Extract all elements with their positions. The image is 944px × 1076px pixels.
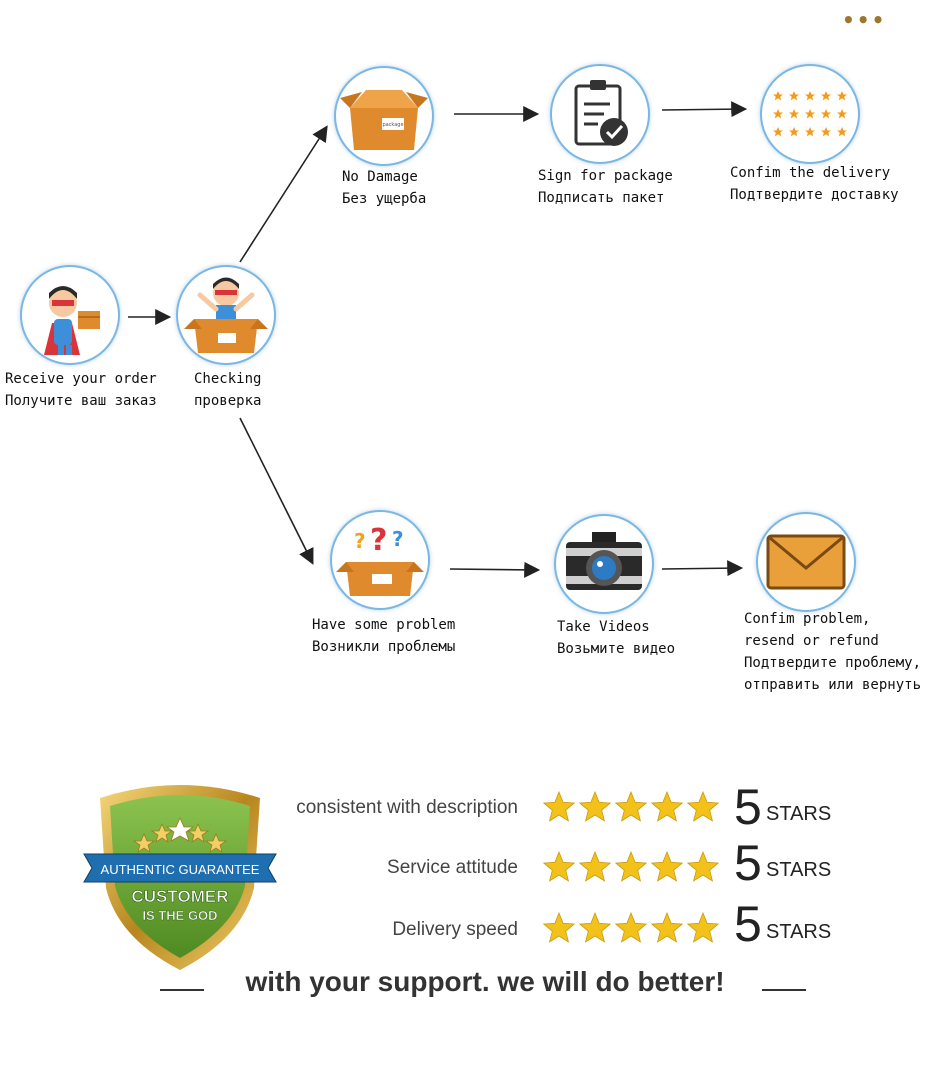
rating-unit-description: STARS xyxy=(766,803,832,825)
star-icon xyxy=(578,790,612,822)
star-icon xyxy=(650,850,684,882)
rating-stars-delivery xyxy=(542,911,720,943)
rating-value-service: 5 xyxy=(734,835,762,891)
no-damage-node: package xyxy=(334,66,434,166)
take-videos-label: Take Videos Возьмите видео xyxy=(557,619,676,657)
no-damage-label: No Damage Без ущерба xyxy=(342,169,427,207)
authentic-guarantee-badge: AUTHENTIC GUARANTEE CUSTOMER IS THE GOD xyxy=(83,785,277,970)
checking-node xyxy=(176,265,276,365)
camera-icon xyxy=(566,532,642,590)
rating-unit-service: STARS xyxy=(766,859,832,881)
take-videos-node xyxy=(554,514,654,614)
confirm-problem-label: Confim problem, resend or refund Подтвер… xyxy=(744,611,922,693)
star-icon xyxy=(614,850,648,882)
star-icon xyxy=(542,911,576,943)
sign-package-node xyxy=(550,64,650,164)
badge-line2: IS THE GOD xyxy=(142,908,217,923)
star-icon xyxy=(542,790,576,822)
box-question-icon: ? ? ? xyxy=(336,523,424,596)
rating-label-service: Service attitude xyxy=(387,857,518,878)
rating-label-delivery: Delivery speed xyxy=(392,919,518,940)
receive-order-node xyxy=(20,265,120,365)
rating-value-delivery: 5 xyxy=(734,896,762,952)
confirm-delivery-node xyxy=(760,64,860,164)
hero-holding-box-icon xyxy=(44,286,100,355)
star-icon xyxy=(650,790,684,822)
rating-stars-description xyxy=(542,790,720,822)
svg-text:package: package xyxy=(382,122,403,128)
rating-stars-service xyxy=(542,850,720,882)
hero-in-box-icon xyxy=(184,277,268,353)
star-icon xyxy=(578,911,612,943)
envelope-icon xyxy=(766,534,846,590)
have-problem-node: ? ? ? xyxy=(330,510,430,610)
have-problem-label: Have some problem Возникли проблемы xyxy=(312,617,456,655)
arrow-videos-confirm xyxy=(661,560,744,577)
star-icon xyxy=(614,911,648,943)
checking-label: Checking проверка xyxy=(194,371,262,409)
star-icon xyxy=(686,911,720,943)
confirm-delivery-label: Confim the delivery Подтвердите доставку xyxy=(730,165,899,203)
rating-value-description: 5 xyxy=(734,779,762,835)
rating-unit-delivery: STARS xyxy=(766,921,832,943)
badge-ribbon-text: AUTHENTIC GUARANTEE xyxy=(101,862,260,877)
arrow-checking-nodamage xyxy=(239,125,328,263)
slogan-text: with your support. we will do better! xyxy=(245,966,725,997)
star-icon xyxy=(686,850,720,882)
star-icon xyxy=(542,850,576,882)
arrow-sign-confirm xyxy=(661,101,748,118)
slogan-divider-left xyxy=(160,989,204,991)
rating-label-description: consistent with description xyxy=(296,797,518,818)
slogan-divider-right xyxy=(762,989,806,991)
svg-text:?: ? xyxy=(354,529,366,553)
star-icon xyxy=(686,790,720,822)
star-icon xyxy=(650,911,684,943)
more-menu-dots[interactable]: ••• xyxy=(842,8,887,32)
star-icon xyxy=(578,850,612,882)
svg-text:?: ? xyxy=(392,527,404,551)
five-stars-icon xyxy=(773,91,847,137)
star-icon xyxy=(614,790,648,822)
flow-arrows xyxy=(128,101,748,578)
clipboard-check-icon xyxy=(574,80,628,146)
sign-package-label: Sign for package Подписать пакет xyxy=(538,168,673,206)
badge-line1: CUSTOMER xyxy=(132,887,229,906)
svg-text:?: ? xyxy=(370,523,387,558)
arrow-checking-problem xyxy=(239,417,314,565)
receive-order-label: Receive your order Получите ваш заказ xyxy=(5,371,157,409)
package-box-icon: package xyxy=(340,90,428,150)
arrow-problem-videos xyxy=(449,561,541,578)
confirm-problem-node xyxy=(756,512,856,612)
